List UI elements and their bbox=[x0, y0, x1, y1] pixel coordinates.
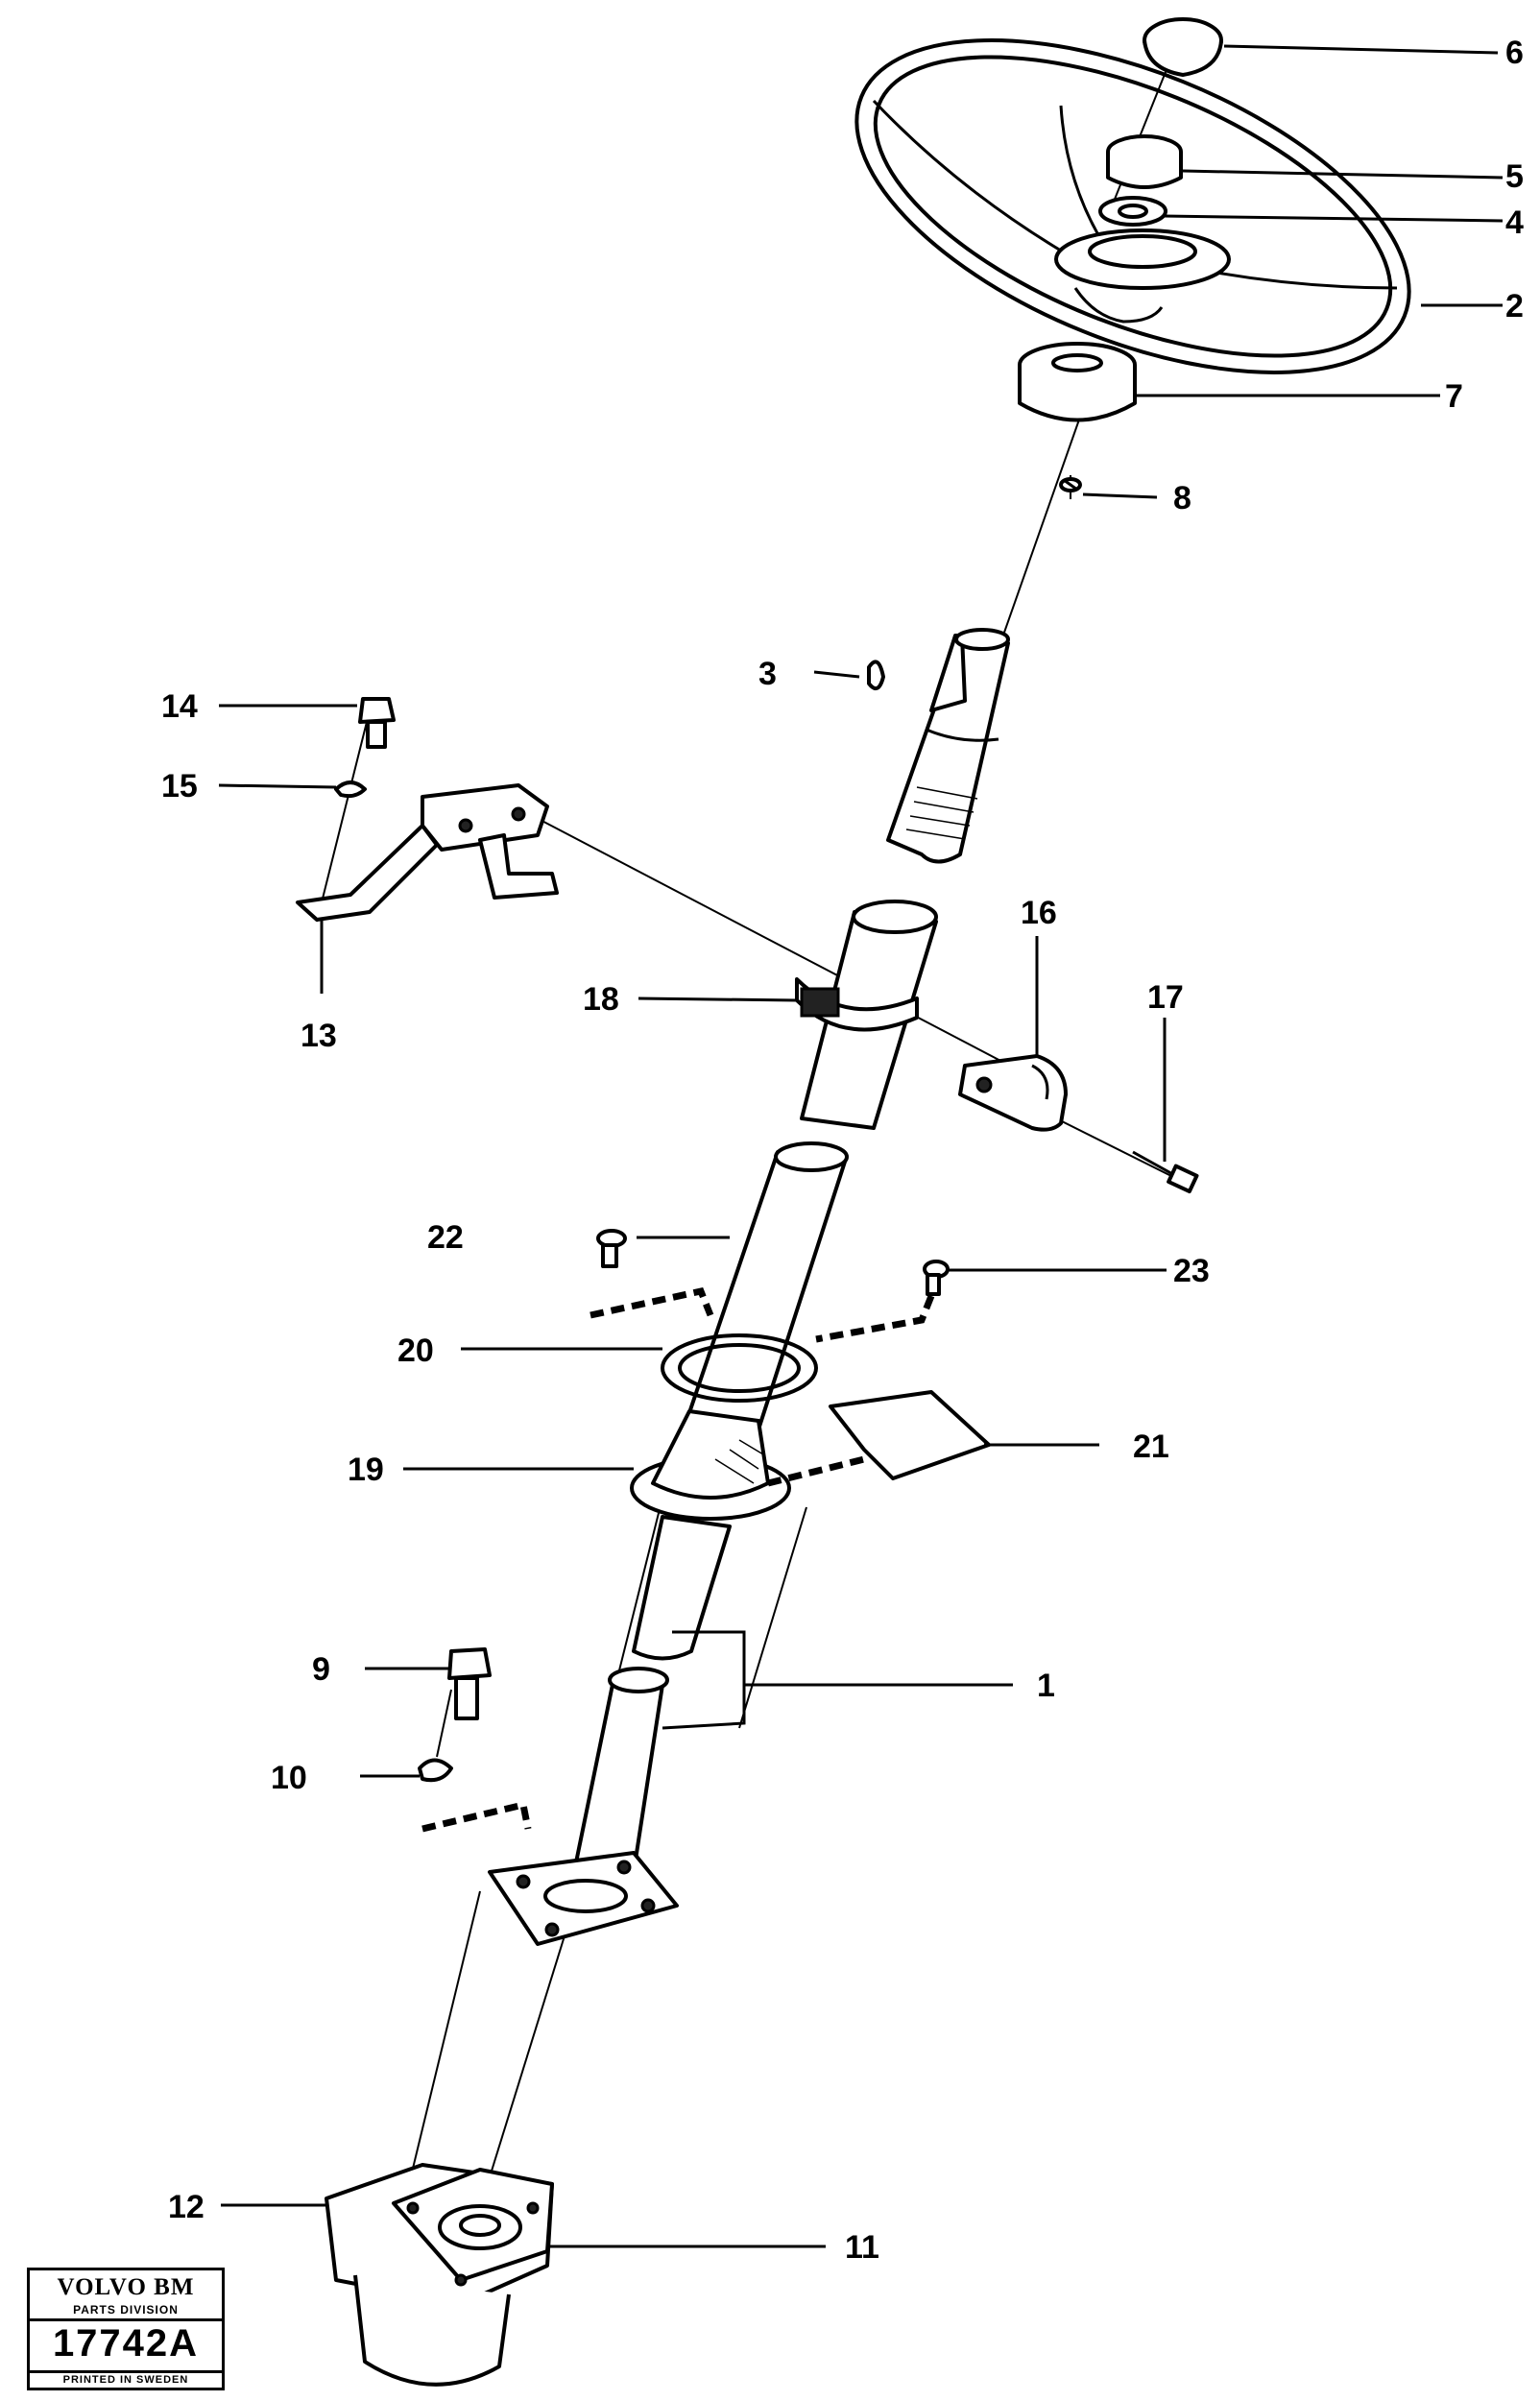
column-lower-tube-part bbox=[632, 1515, 732, 1661]
clamp-lever-part bbox=[958, 1054, 1068, 1132]
callout-3: 3 bbox=[758, 656, 777, 692]
drawing-number: 17742A bbox=[52, 2322, 200, 2365]
flange-collar-part bbox=[630, 1409, 791, 1521]
lower-shaft-piece-part bbox=[574, 1630, 746, 1874]
mounting-plate-part bbox=[829, 1390, 991, 1480]
callout-labels: 6 5 4 2 7 8 3 14 15 13 16 17 18 22 23 20… bbox=[161, 35, 1524, 2266]
washer-part bbox=[1098, 196, 1167, 227]
logo-division: PARTS DIVISION bbox=[73, 2303, 179, 2317]
callout-19: 19 bbox=[348, 1452, 384, 1488]
nut-part bbox=[1106, 134, 1183, 189]
steering-gear-box-part bbox=[325, 2163, 554, 2387]
callout-7: 7 bbox=[1445, 378, 1463, 415]
dashed-guide-lines bbox=[421, 1286, 935, 1833]
callout-18: 18 bbox=[583, 981, 619, 1018]
logo-divider-bottom bbox=[30, 2370, 222, 2373]
callout-6: 6 bbox=[1505, 35, 1524, 71]
callout-21: 21 bbox=[1133, 1429, 1169, 1465]
callout-20: 20 bbox=[397, 1333, 434, 1369]
callout-13: 13 bbox=[301, 1018, 337, 1054]
assembly-axis-lines bbox=[316, 57, 1182, 2209]
support-bracket-part bbox=[296, 783, 559, 922]
callout-17: 17 bbox=[1147, 979, 1184, 1016]
leader-lines bbox=[218, 44, 1504, 2248]
horn-cap-part bbox=[1143, 17, 1223, 77]
steering-wheel-part bbox=[854, 38, 1411, 374]
callout-9: 9 bbox=[312, 1651, 330, 1688]
callout-10: 10 bbox=[271, 1760, 307, 1796]
bracket-bolt-part bbox=[358, 697, 396, 749]
bracket-lock-washer-part bbox=[334, 780, 367, 799]
callout-11: 11 bbox=[845, 2229, 879, 2266]
callout-5: 5 bbox=[1505, 158, 1524, 195]
callout-4: 4 bbox=[1505, 204, 1524, 241]
callout-23: 23 bbox=[1173, 1253, 1210, 1289]
lower-lock-washer-part bbox=[418, 1758, 453, 1783]
callout-12: 12 bbox=[168, 2189, 205, 2225]
callout-14: 14 bbox=[161, 688, 198, 725]
seal-ring-part bbox=[661, 1333, 818, 1403]
callout-22: 22 bbox=[427, 1219, 464, 1256]
hub-bushing-part bbox=[1018, 342, 1137, 422]
lower-mounting-flange-part bbox=[488, 1851, 679, 1946]
upper-steering-shaft-part bbox=[886, 628, 1010, 864]
shaft-clamp-part bbox=[795, 977, 919, 1032]
callout-8: 8 bbox=[1173, 480, 1191, 516]
callout-1: 1 bbox=[1037, 1668, 1055, 1704]
upper-left-screw-part bbox=[596, 1229, 627, 1268]
set-screw-part bbox=[1059, 477, 1082, 492]
callout-15: 15 bbox=[161, 768, 198, 804]
callout-2: 2 bbox=[1505, 288, 1524, 324]
lower-bolt-part bbox=[447, 1647, 492, 1720]
woodruff-key-part bbox=[867, 660, 885, 691]
logo-brand: VOLVO BM bbox=[57, 2274, 195, 2300]
volvo-bm-logo: VOLVO BM PARTS DIVISION 17742A PRINTED I… bbox=[27, 2268, 225, 2390]
callout-16: 16 bbox=[1021, 895, 1057, 931]
clamp-screw-part bbox=[1132, 1150, 1199, 1194]
logo-printed-note: PRINTED IN SWEDEN bbox=[62, 2374, 189, 2386]
upper-right-screw-part bbox=[923, 1260, 950, 1296]
logo-divider-top bbox=[30, 2318, 222, 2321]
